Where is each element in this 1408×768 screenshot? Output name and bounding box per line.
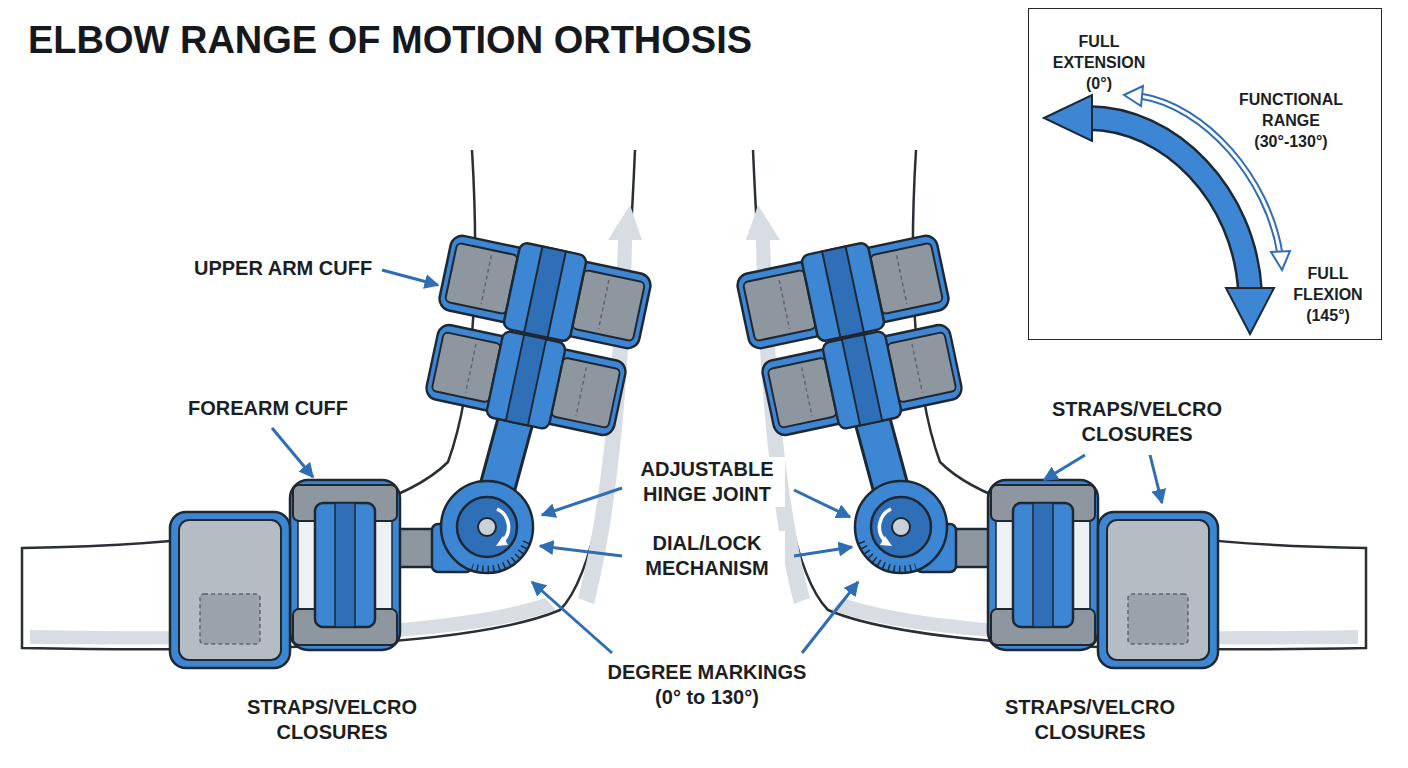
range-label: FULL FLEXION (145°)	[1280, 263, 1376, 326]
diagram-title: ELBOW RANGE OF MOTION ORTHOSIS	[28, 18, 752, 62]
illustration-part	[1271, 251, 1290, 270]
callout-label: STRAPS/VELCRO CLOSURES	[240, 695, 425, 745]
illustration-part	[542, 488, 622, 515]
callout-label: STRAPS/VELCRO CLOSURES	[998, 695, 1183, 745]
callout-label: STRAPS/VELCRO CLOSURES	[1045, 397, 1230, 447]
illustration-part	[1150, 455, 1162, 503]
illustration-part	[540, 546, 622, 556]
illustration-part	[802, 582, 858, 653]
callout-label: DIAL/LOCK MECHANISM	[630, 531, 785, 581]
illustration-part	[382, 270, 438, 285]
callout-label: ADJUSTABLE HINGE JOINT	[630, 457, 785, 507]
illustration-part	[1124, 86, 1143, 106]
illustration-part	[1140, 96, 1280, 254]
illustration-part	[532, 582, 612, 653]
illustration-part	[794, 547, 852, 556]
illustration-part	[22, 150, 654, 668]
illustration-part	[1140, 96, 1280, 254]
illustration-part	[1044, 95, 1092, 141]
illustration-part	[272, 428, 313, 477]
illustration-part	[1226, 288, 1274, 334]
illustration-part	[794, 490, 850, 517]
callout-label: UPPER ARM CUFF	[192, 256, 374, 281]
range-label: FULL EXTENSION (0°)	[1043, 31, 1155, 94]
inset-box: FULL EXTENSION (0°) FUNCTIONAL RANGE (30°…	[1028, 8, 1382, 340]
illustration-part	[1044, 455, 1085, 480]
range-label: FUNCTIONAL RANGE (30°-130°)	[1226, 89, 1356, 152]
callout-label: DEGREE MARKINGS (0° to 130°)	[601, 660, 813, 710]
callout-label: FOREARM CUFF	[186, 396, 350, 421]
